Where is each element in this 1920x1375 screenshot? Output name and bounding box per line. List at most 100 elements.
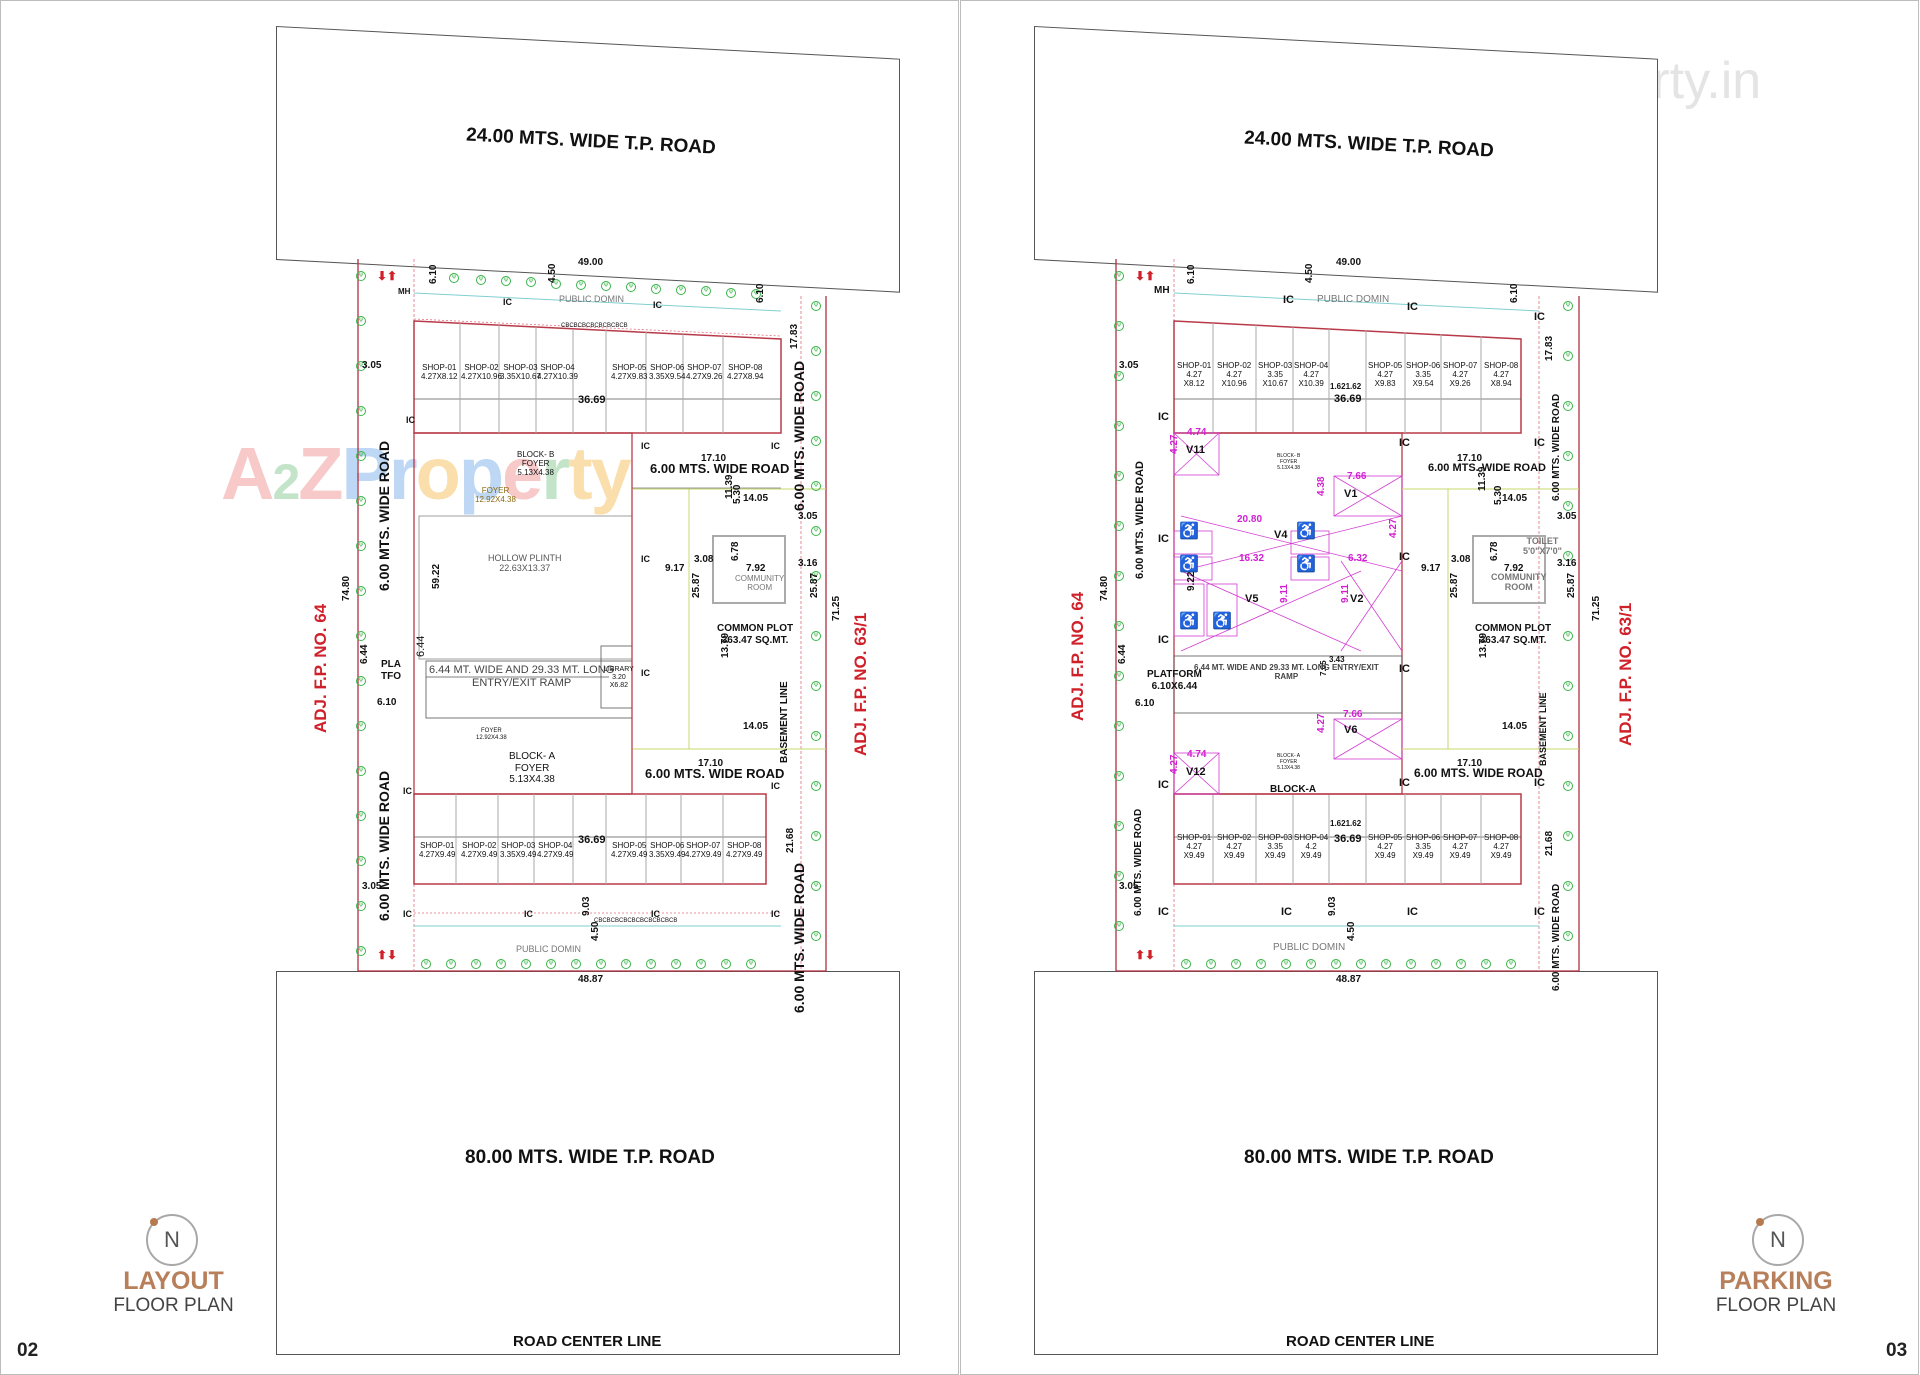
- basement-line-label: BASEMENT LINE: [779, 681, 790, 763]
- dim-14-05: 14.05: [1502, 493, 1528, 504]
- public-domain-bottom-label: PUBLIC DOMIN: [1273, 942, 1346, 953]
- parking-dim: 7.66: [1347, 471, 1367, 482]
- dim-9-03: 9.03: [1327, 896, 1338, 916]
- block-a-label: BLOCK-A: [1270, 784, 1317, 795]
- entry-arrows-icon: ⬇⬆: [1135, 269, 1156, 283]
- plan-title-main: LAYOUT: [123, 1267, 224, 1295]
- ic-marker: IC: [1534, 311, 1545, 323]
- ic-marker: IC: [1158, 779, 1169, 791]
- parking-dim: 4.27: [1169, 434, 1180, 454]
- parking-dim: 9.11: [1340, 584, 1351, 603]
- page-number: 02: [17, 1340, 39, 1361]
- ic-marker: IC: [641, 668, 650, 678]
- dim-left-length: 74.80: [1099, 575, 1110, 601]
- ic-marker: IC: [1158, 634, 1169, 646]
- dim-stair-width-lower: 1.621.62: [1330, 819, 1362, 828]
- ramp-label: 6.44 MT. WIDE AND 29.33 MT. LONG ENTRY/E…: [1194, 663, 1379, 682]
- dim-14-05-lower: 14.05: [1502, 721, 1528, 732]
- parking-zone-v12: V12: [1186, 766, 1206, 778]
- dim-6-10: 6.10: [1135, 698, 1155, 709]
- ic-marker: IC: [1158, 533, 1169, 545]
- parking-dim: 4.27: [1316, 713, 1327, 733]
- dim-9-17: 9.17: [1421, 563, 1441, 574]
- dim-bottom-width: 48.87: [1336, 974, 1362, 985]
- dim-21-68: 21.68: [1544, 830, 1555, 856]
- ic-marker: IC: [1399, 551, 1410, 563]
- exit-arrows-icon: ⬆⬇: [377, 948, 398, 962]
- left-road-upper-label: 6.00 MTS. WIDE ROAD: [1134, 461, 1146, 579]
- ic-marker: IC: [1534, 777, 1545, 789]
- dim-6-78: 6.78: [730, 541, 741, 561]
- ic-marker: IC: [771, 781, 780, 791]
- dim-building-length-lower: 36.69: [578, 834, 606, 846]
- dim-right-3-05: 3.05: [1557, 511, 1577, 522]
- ic-marker: IC: [403, 786, 412, 796]
- wheelchair-icon: ♿: [1296, 523, 1316, 540]
- adjacent-plot-right-label: ADJ. F.P. NO. 63/1: [851, 612, 870, 756]
- dim-17-10: 17.10: [701, 453, 727, 464]
- public-domain-top-label: PUBLIC DOMIN: [1317, 294, 1390, 305]
- dim-right-length: 71.25: [1591, 595, 1602, 621]
- ic-marker: IC: [651, 909, 660, 919]
- ic-marker: IC: [641, 441, 650, 451]
- dim-21-68: 21.68: [785, 827, 796, 853]
- dim-left-margin-lower: 3.05: [1119, 881, 1139, 892]
- basement-line-label: BASEMENT LINE: [1538, 692, 1548, 766]
- dim-7-92: 7.92: [1504, 563, 1524, 574]
- manhole-label: MH: [398, 287, 411, 296]
- dim-6-44-b: 6.44: [415, 635, 427, 657]
- dim-building-length-lower: 36.69: [1334, 833, 1362, 845]
- inner-road-upper-label: 6.00 MTS. WIDE ROAD: [650, 461, 790, 476]
- ic-marker: IC: [1399, 437, 1410, 449]
- dim-17-10: 17.10: [1457, 453, 1483, 464]
- dim-building-length: 36.69: [1334, 393, 1362, 405]
- dim-left-margin: 3.05: [1119, 360, 1139, 371]
- layout-floor-plan-page: A2ZProperty 24.00 MTS. WIDE T.P. ROAD 80…: [0, 0, 959, 1375]
- dim-17-10-lower: 17.10: [698, 758, 724, 769]
- dim-top-left-setback: 6.10: [428, 264, 439, 284]
- dim-right-length: 71.25: [831, 595, 842, 621]
- parking-dim: 9.22: [1186, 571, 1197, 591]
- bottom-road-area: [276, 971, 900, 1355]
- public-domain-bottom-label: PUBLIC DOMIN: [516, 944, 582, 954]
- dim-17-83: 17.83: [789, 323, 800, 349]
- parking-dim: 4.27: [1169, 754, 1180, 774]
- right-road-lower-label: 6.00 MTS. WIDE ROAD: [791, 862, 807, 1013]
- dim-building-length: 36.69: [578, 394, 606, 406]
- bottom-road-label: 80.00 MTS. WIDE T.P. ROAD: [1244, 1147, 1494, 1168]
- inner-road-lower-label: 6.00 MTS. WIDE ROAD: [645, 766, 785, 781]
- ic-marker: IC: [641, 554, 650, 564]
- plan-title: PARKING FLOOR PLAN: [1696, 1267, 1856, 1316]
- dim-top-mid-setback: 4.50: [547, 263, 558, 283]
- ic-marker: IC: [1281, 906, 1292, 918]
- parking-zone-v5: V5: [1245, 593, 1259, 605]
- plan-title-main: PARKING: [1719, 1267, 1833, 1295]
- ic-marker: IC: [1534, 437, 1545, 449]
- ic-marker: IC: [1283, 294, 1294, 306]
- right-road-upper-label: 6.00 MTS. WIDE ROAD: [1551, 393, 1562, 501]
- site-boundary-drawing: [357, 259, 827, 972]
- ic-marker: IC: [1534, 906, 1545, 918]
- parking-dim: 4.74: [1187, 427, 1207, 438]
- dim-top-right-setback: 6.10: [755, 283, 766, 303]
- wheelchair-icon: ♿: [1296, 556, 1316, 573]
- dim-right-3-05: 3.05: [798, 511, 818, 522]
- right-road-upper-label: 6.00 MTS. WIDE ROAD: [791, 360, 807, 511]
